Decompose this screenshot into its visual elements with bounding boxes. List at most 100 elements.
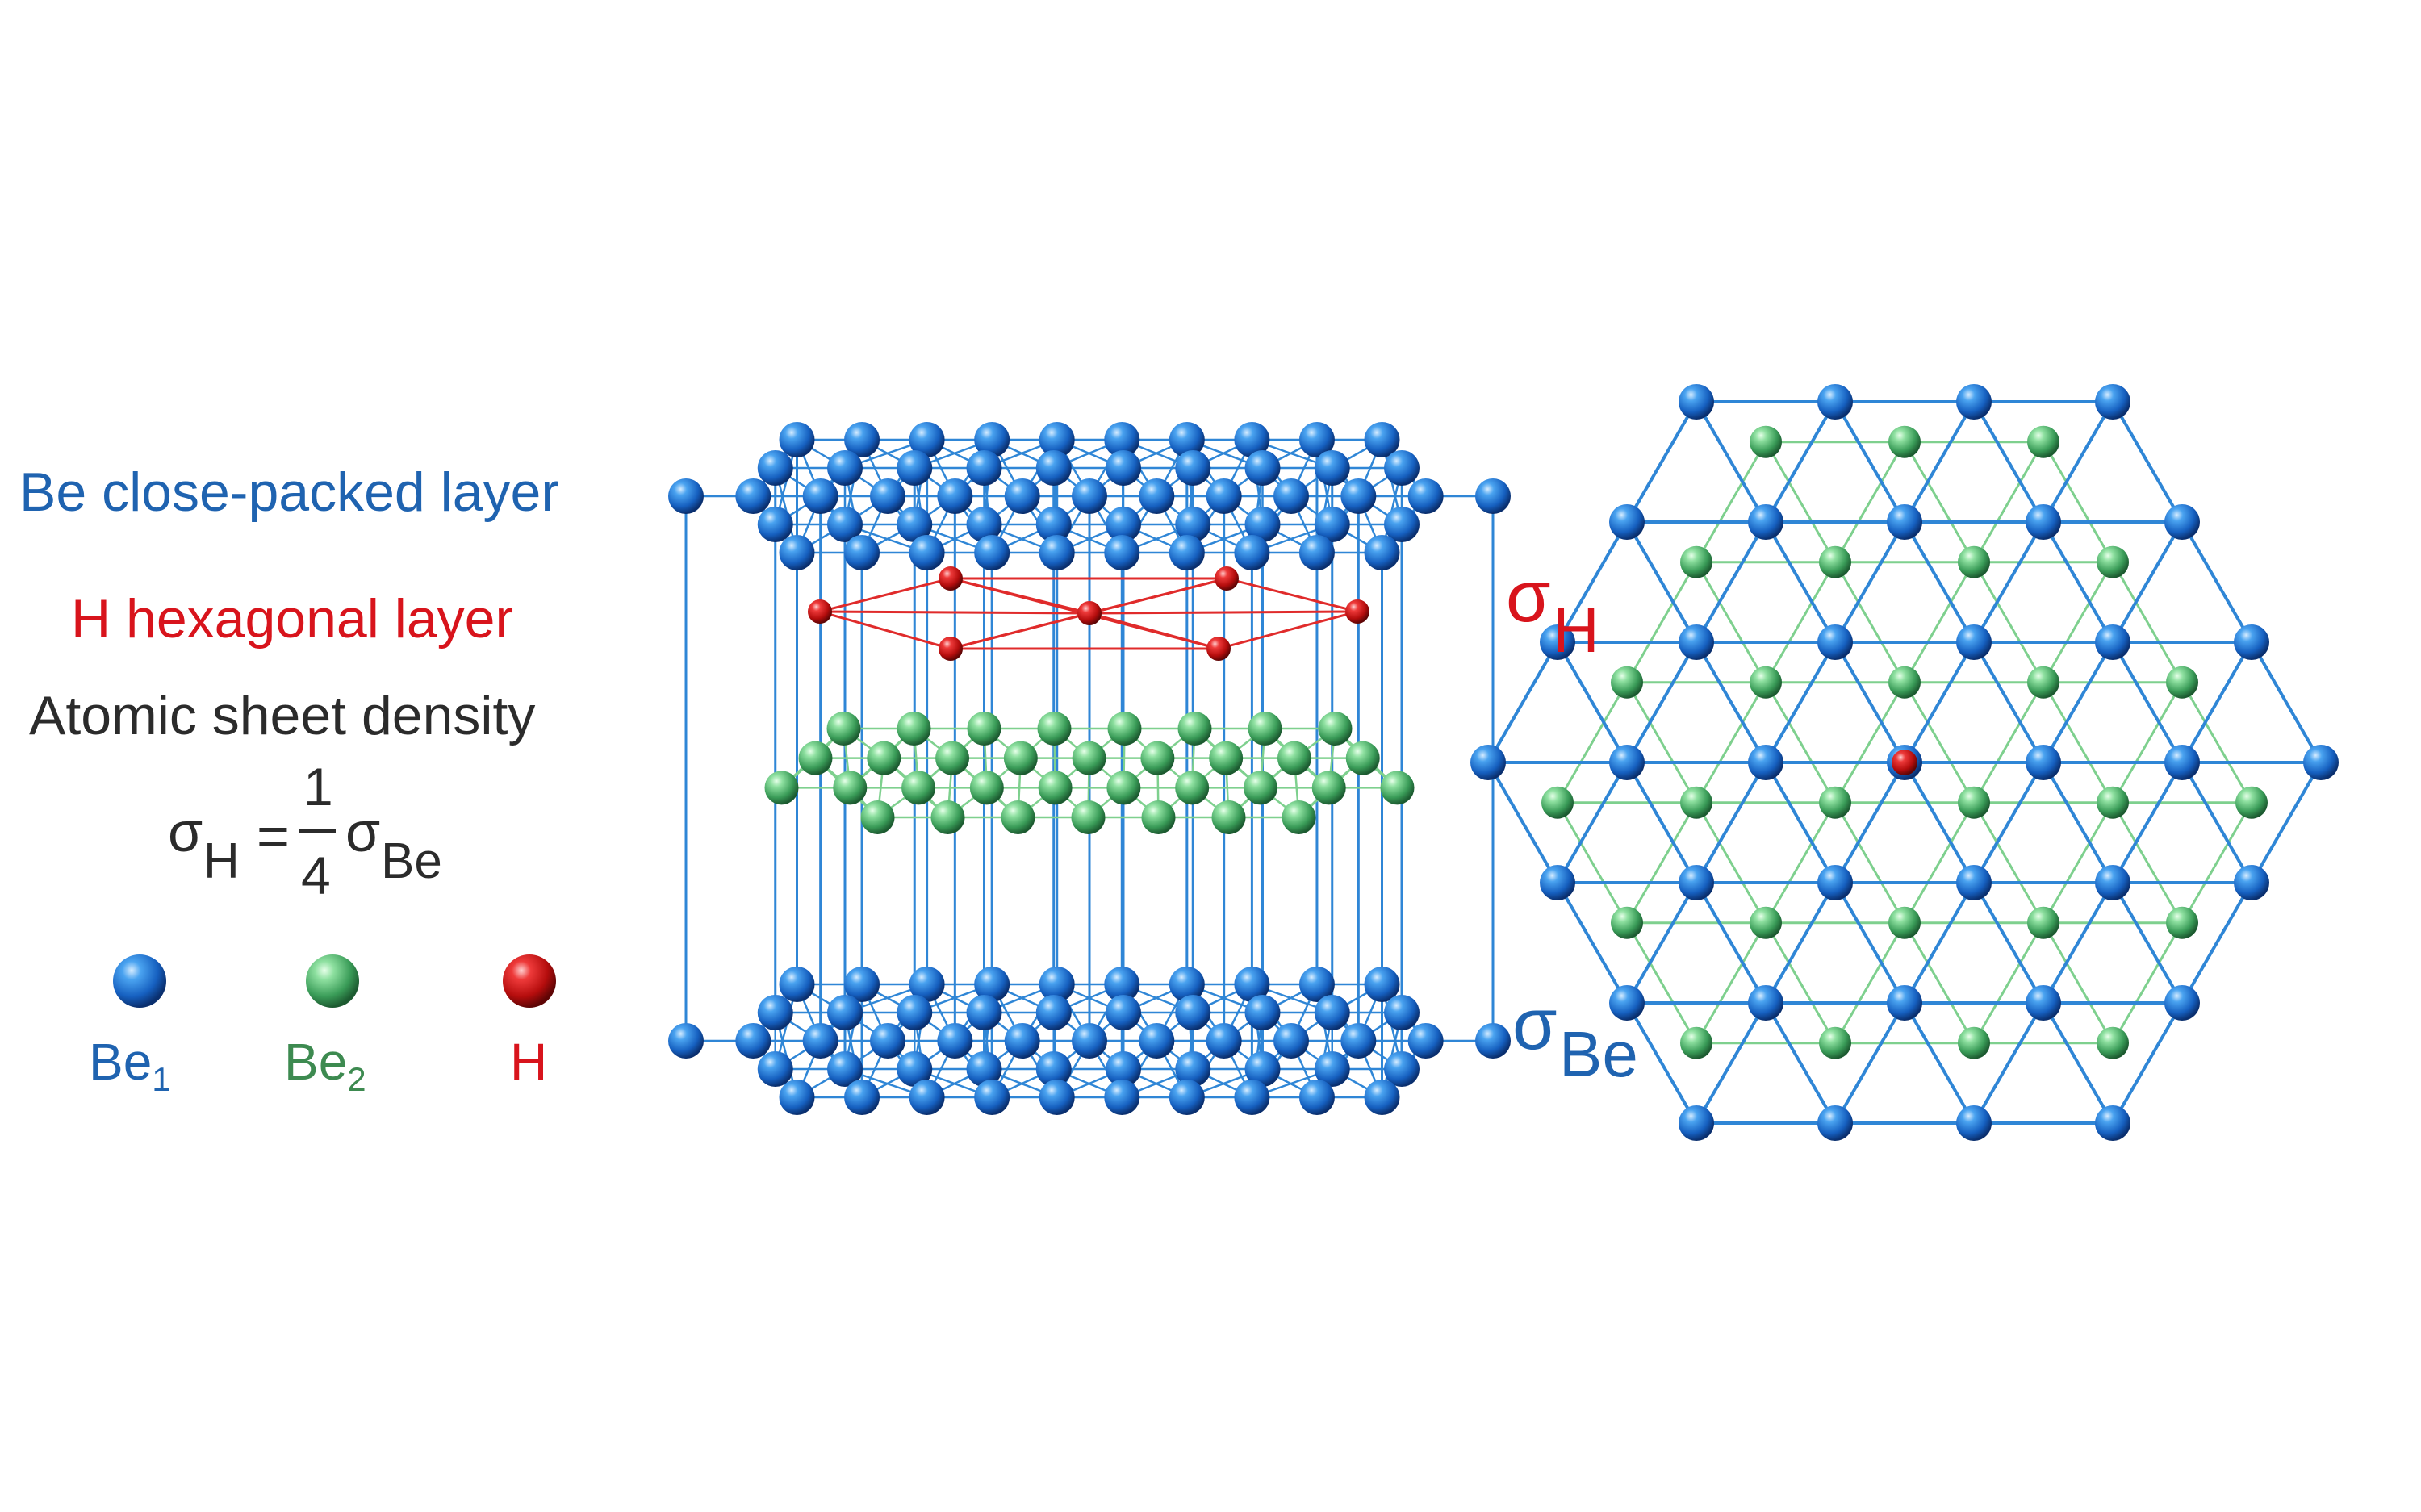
be2-atom [1277,741,1311,775]
sigma-h-symbol: σ [1506,557,1551,637]
be1-atom [966,1051,1002,1087]
formula-rhs-sub: Be [381,833,442,889]
be2-atom [2097,1026,2129,1059]
be1-atom [2164,745,2200,780]
be2-bond [1556,801,1629,925]
be2-atom [897,712,931,746]
be1-bond [1625,761,1698,884]
be2-bond [2042,441,2114,564]
be1-atom [779,967,815,1002]
be1-atom [1609,504,1645,540]
h-bond [949,612,1091,650]
formula-numerator: 1 [303,757,333,817]
be2-atom [1611,666,1643,699]
be2-atom [1106,771,1141,805]
be1-bond [1834,641,1906,764]
be1-atom [1244,450,1281,486]
be1-atom [1004,1023,1040,1059]
be2-atom [1750,666,1782,699]
be2-atom [1175,771,1210,805]
be2-atom [1345,741,1380,775]
be1-atom [1139,478,1175,514]
be1-atom [1679,865,1714,900]
be1-atom [1298,1080,1335,1115]
be2-bond [1834,681,1906,804]
be2-atom [833,771,868,805]
be2-atom [1311,771,1346,805]
be1-atom [1273,1023,1309,1059]
be2-atom [1140,741,1175,775]
be1-atom [1364,967,1400,1002]
be1-atom [1175,450,1211,486]
be2-atom [1243,771,1277,805]
be1-bond [1834,1001,1906,1125]
be2-atom [2166,666,2198,699]
be1-atom [1004,478,1040,514]
be-layer-label: Be close-packed layer [19,462,559,523]
be2-atom [2027,425,2059,458]
be1-atom [779,1080,815,1115]
be1-atom [909,422,945,457]
be1-atom [1206,478,1242,514]
be1-bond [2181,881,2253,1005]
be2-atom [1072,741,1106,775]
be1-atom [1139,1023,1175,1059]
be2-atom [1380,771,1415,805]
h-bond [1088,612,1220,650]
be1-bond [1972,761,2045,884]
be1-bond [2111,881,2184,1005]
be2-atom [1750,425,1782,458]
be1-atom [2026,504,2061,540]
be1-atom [1540,624,1575,660]
be2-atom [1680,545,1712,578]
be2-atom [901,771,936,805]
be1-atom [1364,535,1400,570]
be1-atom [1234,422,1270,457]
be1-atom [1314,1051,1350,1087]
be2-bond [1972,681,2045,804]
be2-atom [1819,786,1851,819]
be1-atom [1234,1080,1270,1115]
be1-atom [1104,967,1140,1002]
be1-bond [2042,881,2114,1005]
be1-atom [844,1080,880,1115]
be1-atom [1679,1105,1714,1141]
be1-bond [2250,761,2323,884]
be1-atom [1106,995,1141,1030]
be1-bond [1625,400,1698,524]
be1-bond [1972,881,2045,1005]
be1-atom [1956,624,1992,660]
be1-atom [1035,1051,1072,1087]
be2-bond [1764,561,1837,684]
sigma-be-sub: Be [1559,1018,1638,1090]
be1-atom [897,450,933,486]
be2-atom [1541,786,1574,819]
be1-atom [827,450,863,486]
be1-atom [1817,384,1853,420]
be1-atom [1273,478,1309,514]
density-formula: σ H = 1 4 σ Be [168,757,442,905]
be2-bond [1834,921,1906,1045]
be1-atom [668,1023,704,1059]
h-bond [1088,610,1359,615]
be2-bond [2111,801,2184,925]
be1-atom [2303,745,2339,780]
be1-atom [897,1051,933,1087]
legend-be1-name: Be [89,1033,152,1091]
be1-atom [1384,1051,1420,1087]
be1-atom [827,995,863,1030]
be2-atom [1141,800,1176,834]
be2-atom [1318,712,1353,746]
be1-atom [1104,1080,1140,1115]
be1-atom [1314,507,1350,542]
be1-atom [1407,478,1444,514]
be1-atom [1035,995,1072,1030]
be1-bond [2042,641,2114,764]
legend-be2-sub: 2 [347,1060,366,1098]
be1-atom [974,422,1010,457]
h-atom [1077,601,1102,625]
h-bond [818,610,952,650]
be2-atom [1680,1026,1712,1059]
formula-equals: = [257,804,290,867]
